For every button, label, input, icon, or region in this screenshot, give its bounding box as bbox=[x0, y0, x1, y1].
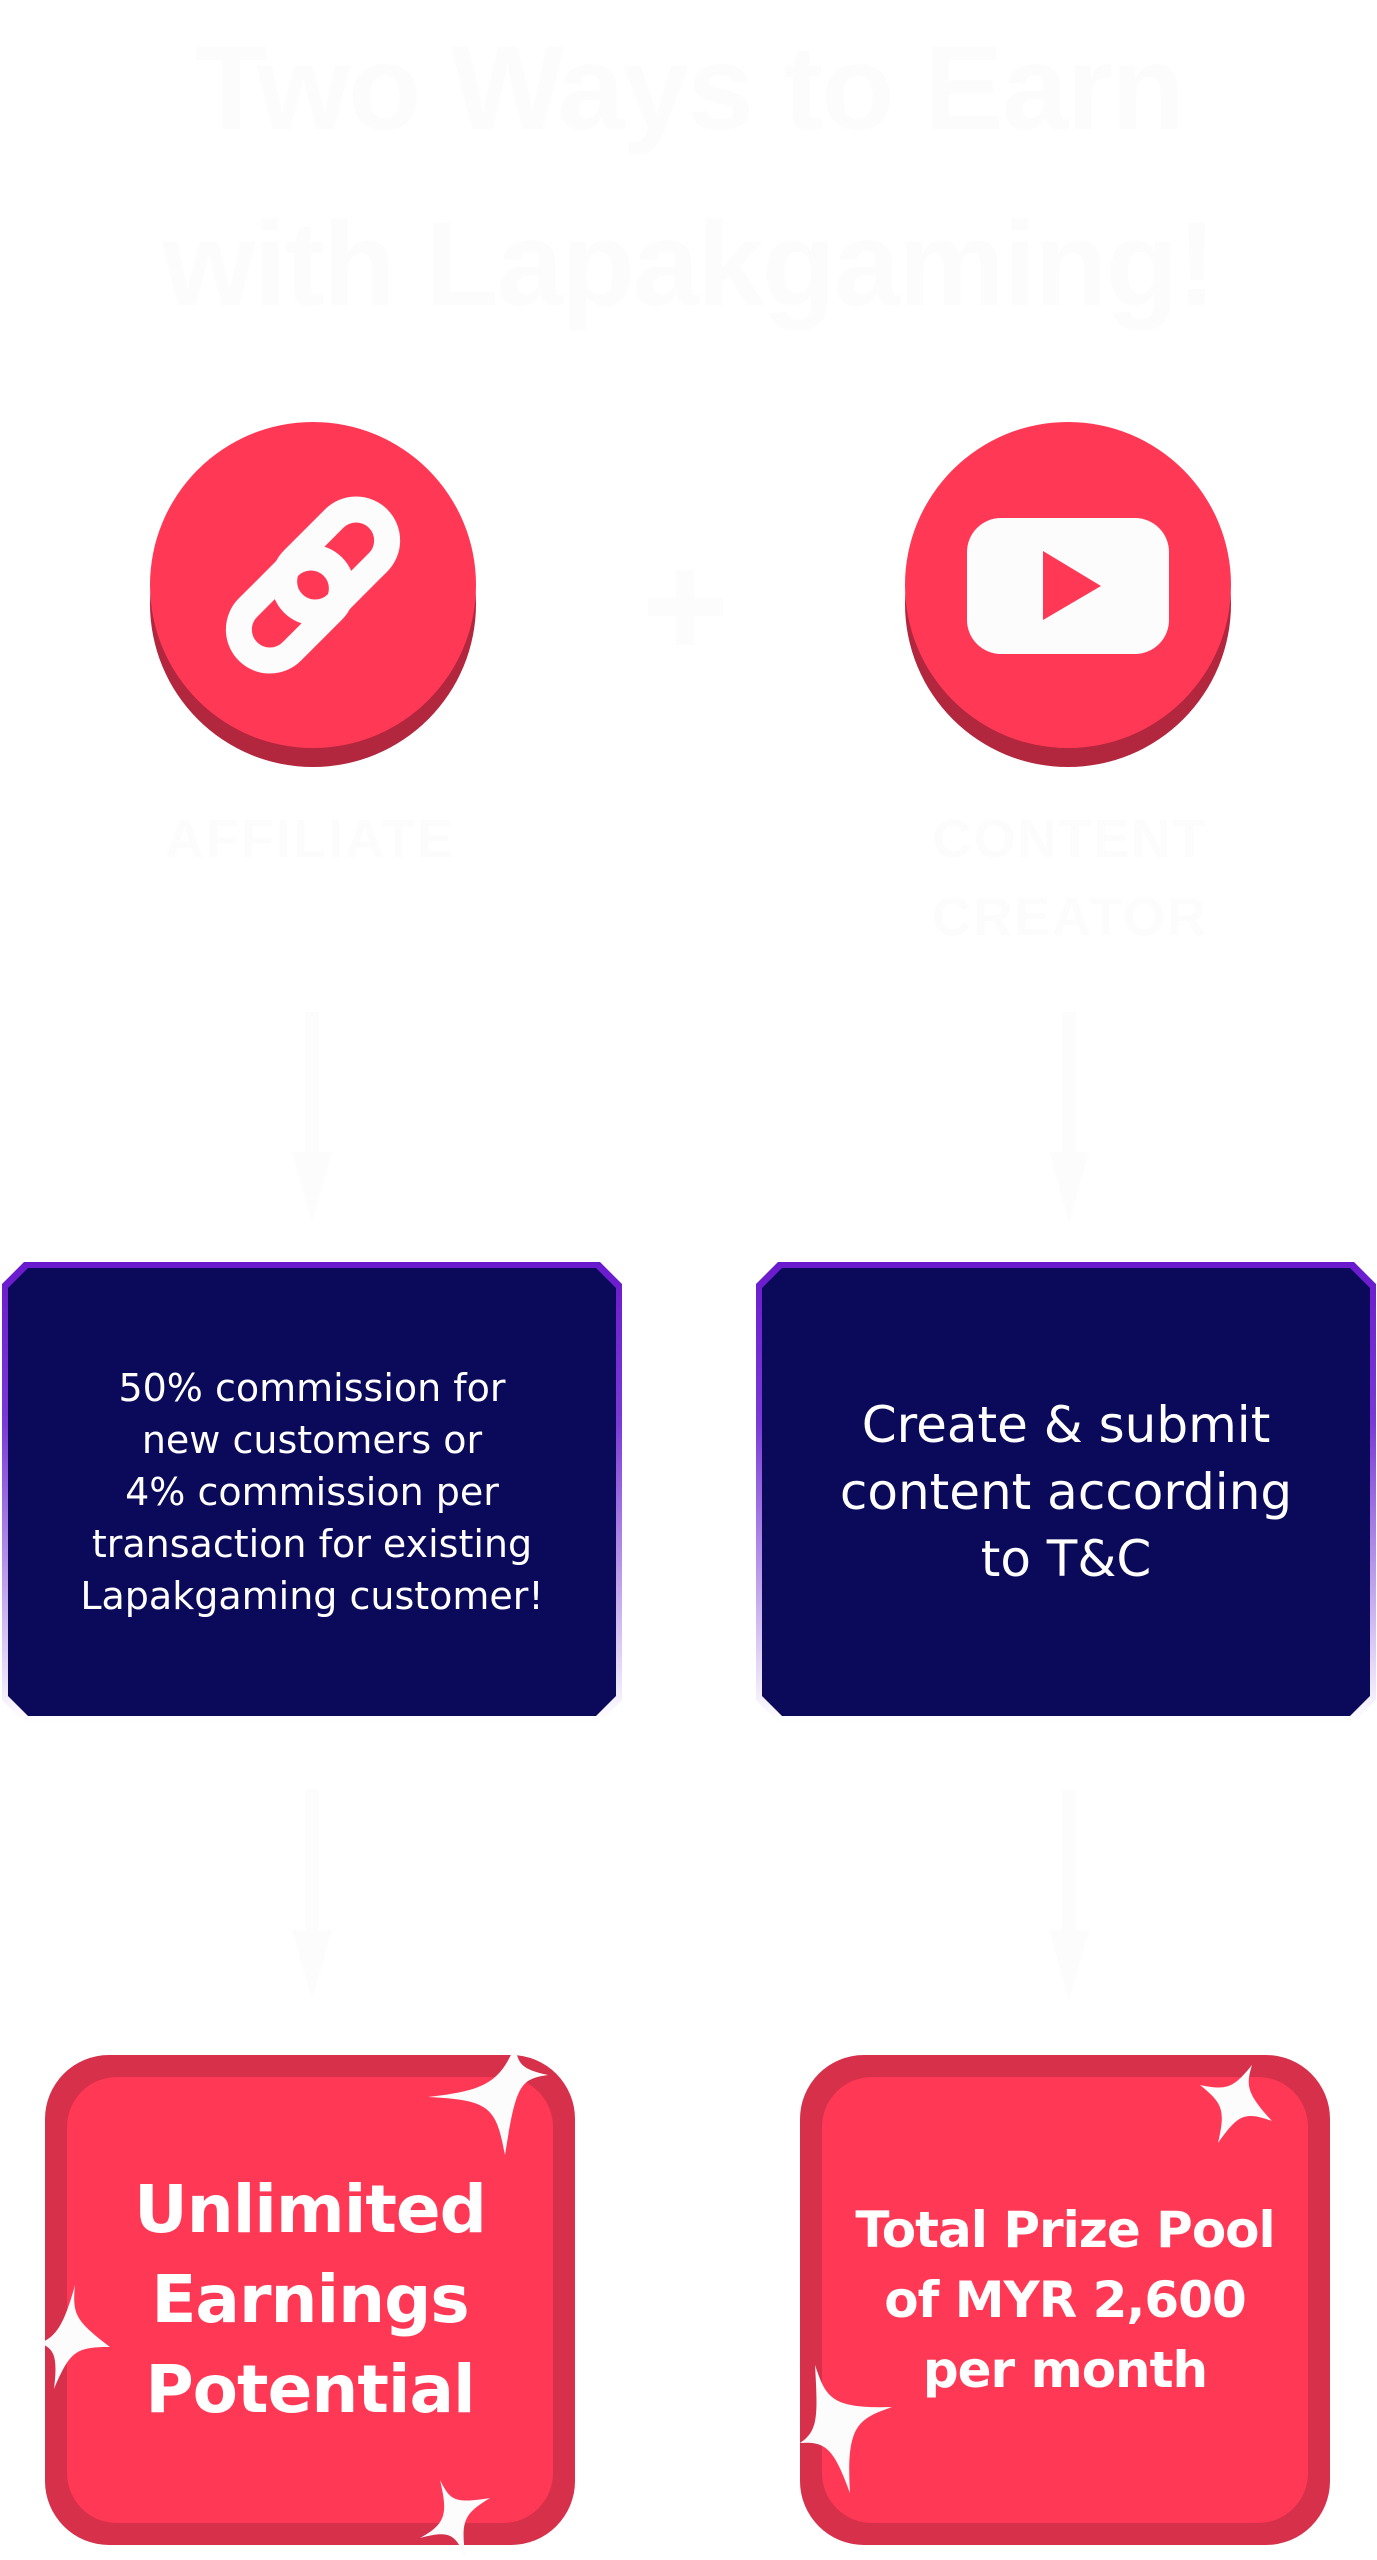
card-body: Create & submit content according to T&C bbox=[762, 1268, 1370, 1716]
badge-face bbox=[150, 422, 476, 748]
affiliate-description: 50% commission for new customers or 4% c… bbox=[80, 1366, 544, 1618]
sparkle-icon bbox=[428, 2045, 548, 2155]
affiliate-label: AFFILIATE bbox=[165, 809, 455, 869]
arrow-down-icon bbox=[292, 1012, 332, 1222]
arrow-down-icon bbox=[1049, 1012, 1089, 1222]
content-creator-description-card: Create & submit content according to T&C bbox=[756, 1262, 1376, 1722]
sparkle-icon bbox=[40, 2285, 110, 2389]
affiliate-icon-badge bbox=[150, 422, 476, 767]
title-line-2: with Lapakgaming! bbox=[162, 197, 1217, 331]
content-creator-reward: Total Prize Pool of MYR 2,600 per month bbox=[855, 2201, 1275, 2399]
title-line-1: Two Ways to Earn bbox=[194, 21, 1184, 155]
affiliate-reward-card: Unlimited Earnings Potential bbox=[45, 2055, 575, 2545]
arrow-down-icon bbox=[1049, 1790, 1089, 2000]
sparkle-icon bbox=[1200, 2065, 1272, 2143]
content-creator-label: CONTENT CREATOR bbox=[931, 809, 1208, 947]
reward-body: Total Prize Pool of MYR 2,600 per month bbox=[822, 2077, 1308, 2523]
content-creator-icon-badge bbox=[905, 422, 1231, 767]
page-title: Two Ways to Earn with Lapakgaming! bbox=[0, 0, 1377, 352]
plus-icon bbox=[648, 570, 723, 645]
youtube-play-icon bbox=[967, 518, 1169, 654]
affiliate-description-card: 50% commission for new customers or 4% c… bbox=[2, 1262, 622, 1722]
content-creator-reward-card: Total Prize Pool of MYR 2,600 per month bbox=[800, 2055, 1330, 2545]
affiliate-reward: Unlimited Earnings Potential bbox=[134, 2171, 487, 2428]
arrow-down-icon bbox=[292, 1790, 332, 2000]
content-creator-description: Create & submit content according to T&C bbox=[839, 1395, 1293, 1588]
sparkle-icon bbox=[420, 2480, 490, 2560]
card-body: 50% commission for new customers or 4% c… bbox=[8, 1268, 616, 1716]
reward-body: Unlimited Earnings Potential bbox=[67, 2077, 553, 2523]
link-icon bbox=[225, 496, 401, 674]
sparkle-icon bbox=[800, 2365, 892, 2493]
